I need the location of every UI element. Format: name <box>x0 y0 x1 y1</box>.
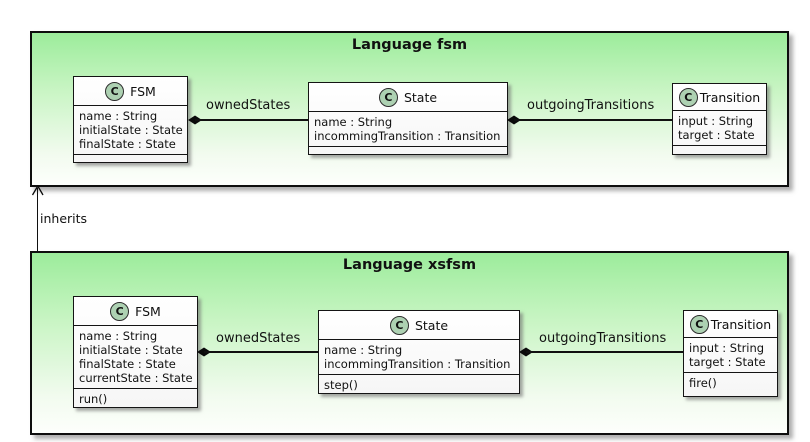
operations-compartment <box>309 146 507 153</box>
attribute: name : String <box>79 329 158 343</box>
class-transition-top: C Transition input : String target : Sta… <box>672 83 767 155</box>
class-icon: C <box>689 315 709 334</box>
package-title: Language xsfsm <box>342 257 477 273</box>
class-name: Transition <box>710 317 772 332</box>
class-header: C State <box>309 83 507 111</box>
class-name: FSM <box>130 84 156 99</box>
attribute: input : String <box>678 114 754 128</box>
class-state-top: C State name : String incommingTransitio… <box>308 82 508 155</box>
class-fsm-top: C FSM name : String initialState : State… <box>73 76 188 163</box>
attribute: name : String <box>324 343 403 357</box>
operation: run() <box>79 392 108 406</box>
operations-compartment <box>74 154 187 161</box>
relation-label: outgoingTransitions <box>539 331 667 346</box>
attribute: finalState : State <box>79 357 176 371</box>
class-icon: C <box>105 82 125 101</box>
attribute: currentState : State <box>79 371 193 385</box>
class-header: C State <box>319 311 519 339</box>
attribute: name : String <box>79 109 158 123</box>
relation-line <box>195 119 308 121</box>
attribute: target : State <box>678 128 755 142</box>
relation-line <box>204 351 318 353</box>
attributes-compartment: name : String initialState : State final… <box>74 325 197 388</box>
class-transition-bottom: C Transition input : String target : Sta… <box>683 310 778 397</box>
attributes-compartment: name : String incommingTransition : Tran… <box>319 339 519 374</box>
operation: fire() <box>689 376 717 390</box>
operation: step() <box>324 378 358 392</box>
attributes-compartment: name : String incommingTransition : Tran… <box>309 111 507 146</box>
inherits-label: inherits <box>40 211 88 226</box>
relation-line <box>514 119 672 121</box>
inheritance-arrowhead-icon <box>31 185 44 196</box>
operations-compartment: run() <box>74 388 197 409</box>
operations-compartment <box>673 145 766 152</box>
attribute: finalState : State <box>79 137 176 151</box>
relation-label: ownedStates <box>206 98 291 113</box>
operations-compartment: step() <box>319 374 519 395</box>
class-header: C Transition <box>673 84 766 110</box>
attribute: name : String <box>314 115 393 129</box>
attribute: initialState : State <box>79 343 183 357</box>
attributes-compartment: name : String initialState : State final… <box>74 105 187 154</box>
class-header: C Transition <box>684 311 777 337</box>
attribute: incommingTransition : Transition <box>324 357 511 371</box>
class-icon: C <box>389 316 409 335</box>
class-name: State <box>414 318 449 333</box>
relation-label: ownedStates <box>216 331 301 346</box>
class-name: State <box>403 90 438 105</box>
attribute: target : State <box>689 355 766 369</box>
class-name: Transition <box>699 90 761 105</box>
class-fsm-bottom: C FSM name : String initialState : State… <box>73 296 198 408</box>
package-title: Language fsm <box>351 37 468 53</box>
class-header: C FSM <box>74 77 187 105</box>
class-name: FSM <box>135 304 161 319</box>
attributes-compartment: input : String target : State <box>684 337 777 372</box>
attributes-compartment: input : String target : State <box>673 110 766 145</box>
class-icon: C <box>378 88 398 107</box>
class-header: C FSM <box>74 297 197 325</box>
class-state-bottom: C State name : String incommingTransitio… <box>318 310 520 394</box>
operations-compartment: fire() <box>684 372 777 393</box>
attribute: incommingTransition : Transition <box>314 129 501 143</box>
class-icon: C <box>110 302 130 321</box>
relation-line <box>526 351 683 353</box>
relation-label: outgoingTransitions <box>527 98 655 113</box>
class-icon: C <box>678 88 698 107</box>
attribute: input : String <box>689 341 765 355</box>
inherits-line <box>37 188 39 251</box>
attribute: initialState : State <box>79 123 183 137</box>
